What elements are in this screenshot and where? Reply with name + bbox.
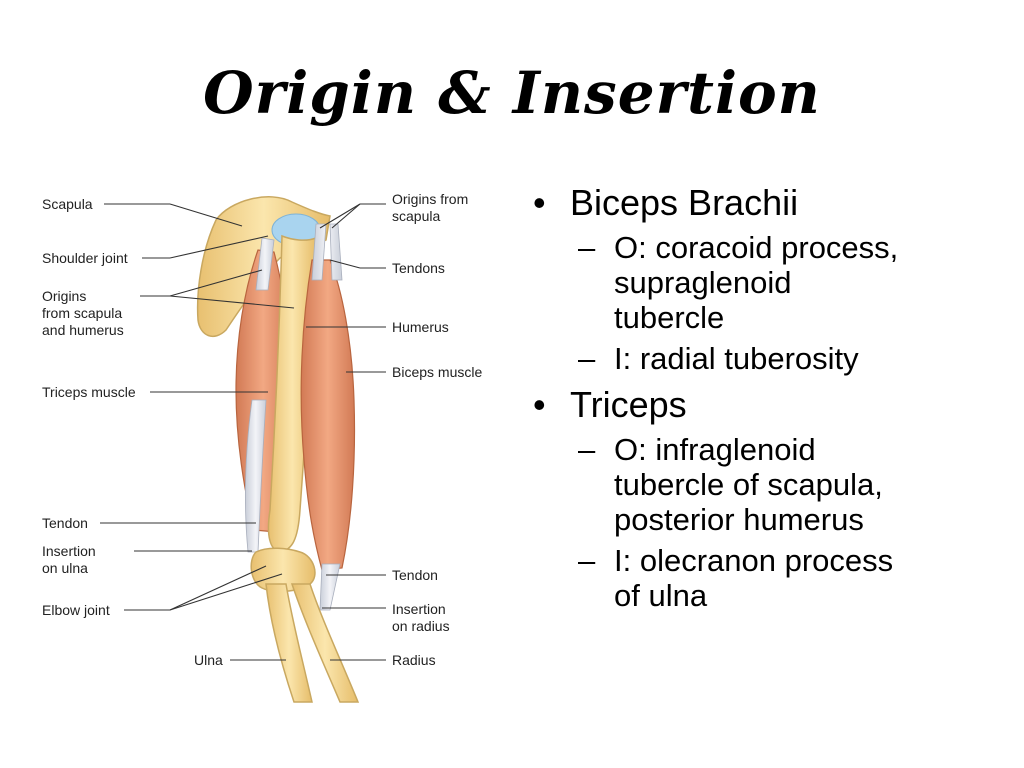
label-origins-from-scapula-line-1: Origins from (392, 191, 468, 207)
label-humerus: Humerus (392, 319, 449, 335)
biceps-origin-line-2: supraglenoid (614, 265, 792, 300)
label-triceps-muscle: Triceps muscle (42, 384, 136, 400)
label-insertion-radius-line-2: on radius (392, 618, 450, 634)
sub-bullet-biceps-insertion: – I: radial tuberosity (530, 341, 1010, 376)
bullet-marker: • (533, 384, 546, 425)
dash-marker: – (578, 230, 596, 265)
label-shoulder-joint: Shoulder joint (42, 250, 128, 266)
triceps-origin-tendon (255, 237, 275, 291)
biceps-insertion-text: I: radial tuberosity (614, 341, 859, 376)
bullet-biceps: • Biceps Brachii (530, 182, 1010, 224)
label-insertion-ulna-line-1: Insertion (42, 543, 96, 559)
label-biceps-muscle: Biceps muscle (392, 364, 482, 380)
biceps-origin-line-1: O: coracoid process, (614, 230, 899, 265)
ulna-bone (265, 583, 313, 703)
leader-lines (100, 203, 386, 661)
dash-marker: – (578, 341, 596, 376)
label-insertion-radius-line-1: Insertion (392, 601, 446, 617)
bullet-biceps-heading: Biceps Brachii (570, 182, 799, 223)
bullet-triceps: • Triceps (530, 384, 1010, 426)
bullet-list: • Biceps Brachii – O: coracoid process, … (530, 180, 1010, 613)
label-tendon-right: Tendon (392, 567, 438, 583)
triceps-origin-line-2: tubercle of scapula, (614, 467, 883, 502)
sub-bullet-triceps-origin: – O: infraglenoid tubercle of scapula, p… (530, 432, 1010, 537)
triceps-origin-line-3: posterior humerus (614, 502, 864, 537)
arm-muscle-diagram: Scapula Shoulder joint Origins from scap… (30, 180, 510, 710)
slide-title: Origin & Insertion (203, 59, 821, 127)
triceps-origin-line-1: O: infraglenoid (614, 432, 816, 467)
triceps-insertion-line-1: I: olecranon process (614, 543, 894, 578)
biceps-muscle-shape (300, 259, 356, 571)
biceps-origin-tendons (311, 223, 343, 281)
dash-marker: – (578, 432, 596, 467)
label-radius: Radius (392, 652, 436, 668)
label-tendons: Tendons (392, 260, 445, 276)
label-ulna: Ulna (194, 652, 223, 668)
biceps-insertion-tendon (319, 563, 341, 611)
label-origins-line-2: from scapula (42, 305, 122, 321)
bullet-marker: • (533, 182, 546, 223)
triceps-insertion-line-2: of ulna (614, 578, 708, 613)
label-elbow-joint: Elbow joint (42, 602, 110, 618)
sub-bullet-biceps-origin: – O: coracoid process, supraglenoid tube… (530, 230, 1010, 335)
label-insertion-ulna-line-2: on ulna (42, 560, 88, 576)
label-tendon-left: Tendon (42, 515, 88, 531)
bullet-triceps-heading: Triceps (570, 384, 687, 425)
biceps-origin-line-3: tubercle (614, 300, 725, 335)
label-origins-line-1: Origins (42, 288, 86, 304)
radius-bone (290, 583, 360, 703)
label-origins-line-3: and humerus (42, 322, 124, 338)
label-scapula: Scapula (42, 196, 93, 212)
sub-bullet-triceps-insertion: – I: olecranon process of ulna (530, 543, 1010, 613)
label-origins-from-scapula-line-2: scapula (392, 208, 440, 224)
dash-marker: – (578, 543, 596, 578)
